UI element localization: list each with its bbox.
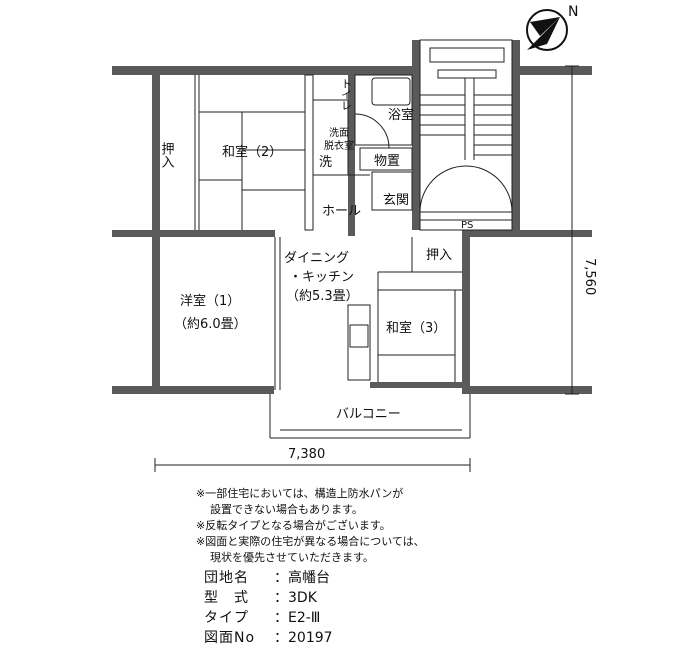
info-danchi-value: 高幡台 xyxy=(288,570,330,586)
dimension-height: 7,560 xyxy=(582,258,597,295)
info-zumen: 図面No：20197 xyxy=(204,630,333,646)
compass-north-label: N xyxy=(568,4,578,20)
plan-info: 団地名：高幡台 型 式：3DK タイプ：E2-Ⅲ 図面No：20197 xyxy=(204,568,333,648)
info-kata: 型 式：3DK xyxy=(204,590,317,606)
info-kata-value: 3DK xyxy=(288,590,317,606)
room-yokushitsu: 浴室 xyxy=(388,107,414,123)
info-zumen-value: 20197 xyxy=(288,630,333,646)
room-sentaku: 洗 xyxy=(319,155,332,170)
info-type-value: E2-Ⅲ xyxy=(288,610,321,626)
room-dining-line1: ダイニング xyxy=(284,251,349,266)
note-3: ※図面と実際の住宅が異なる場合については、 xyxy=(196,535,425,548)
room-toilet: トイレ xyxy=(340,78,353,111)
note-2: ※反転タイプとなる場合がございます。 xyxy=(196,519,391,532)
room-ps: PS xyxy=(461,220,473,231)
room-yoshitsu-line2: （約6.0畳） xyxy=(174,317,247,332)
info-danchi-label: 団地名 xyxy=(204,570,249,586)
info-type-label: タイプ xyxy=(204,610,249,626)
info-kata-label: 型 式 xyxy=(204,590,249,606)
room-dining-line3: （約5.3畳） xyxy=(286,289,359,304)
room-hall: ホール xyxy=(322,204,361,219)
room-senmen: 洗面 xyxy=(329,127,349,139)
info-type: タイプ：E2-Ⅲ xyxy=(204,610,321,626)
compass-icon xyxy=(526,9,568,51)
room-washitsu-3: 和室（3） xyxy=(386,320,446,336)
note-1-cont: 設置できない場合もあります。 xyxy=(210,503,363,516)
walls xyxy=(112,40,592,394)
interior-lines xyxy=(154,39,579,472)
room-dining-line2: ・キッチン xyxy=(289,270,354,285)
room-genkan: 玄関 xyxy=(383,193,409,208)
info-zumen-label: 図面No xyxy=(204,630,256,646)
notes: ※一部住宅においては、構造上防水パンが 設置できない場合もあります。 ※反転タイ… xyxy=(196,486,425,566)
room-balcony: バルコニー xyxy=(336,407,401,422)
note-1: ※一部住宅においては、構造上防水パンが xyxy=(196,487,404,500)
info-danchi: 団地名：高幡台 xyxy=(204,570,330,586)
note-3-cont: 現状を優先させていただきます。 xyxy=(210,551,374,564)
room-yoshitsu-line1: 洋室（1） xyxy=(180,293,240,309)
room-monooki: 物置 xyxy=(374,154,400,169)
room-datsuishitsu: 脱衣室 xyxy=(324,139,354,152)
room-washitsu-2: 和室（2） xyxy=(222,144,282,160)
floor-plan: N 和室（2） 押入 トイレ 洗面 脱衣室 洗 浴室 物置 玄関 ホール PS … xyxy=(112,4,597,472)
dimension-width: 7,380 xyxy=(288,447,325,462)
room-oshiire-right: 押入 xyxy=(426,248,452,263)
room-oshiire-left: 押入 xyxy=(159,142,175,168)
